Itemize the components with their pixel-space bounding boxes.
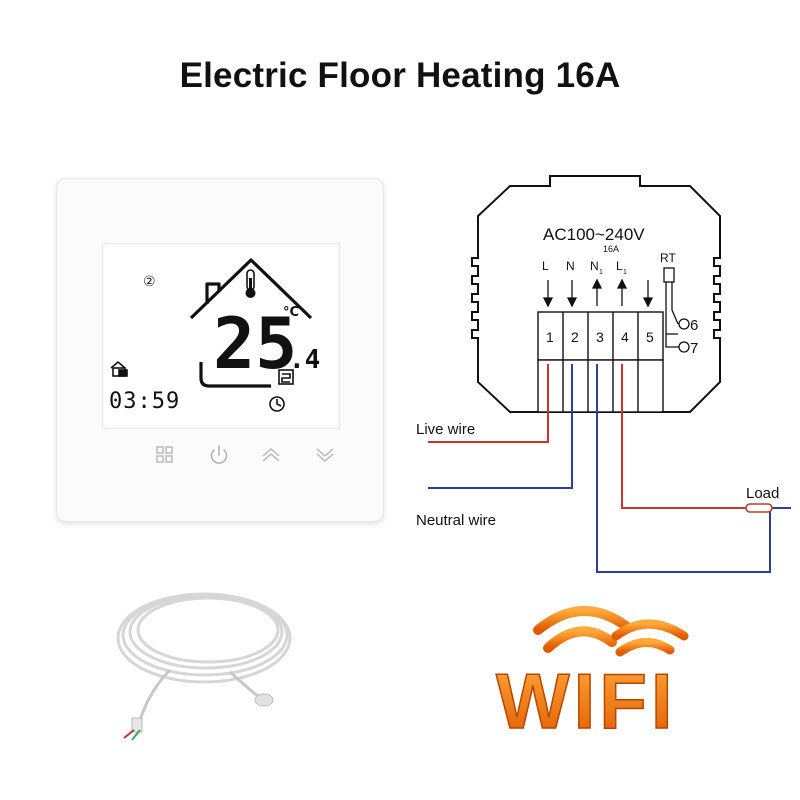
temperature-unit: °C <box>283 305 299 320</box>
power-button[interactable] <box>205 441 233 469</box>
live-to-load-wire <box>621 364 748 509</box>
terminal-label-l: L <box>542 259 549 273</box>
wifi-logo: WIFI <box>495 605 689 740</box>
chevron-down-icon <box>316 448 334 462</box>
terminal-2: 2 <box>571 329 579 345</box>
live-wire-label: Live wire <box>416 421 475 438</box>
temperature-reading: 25 <box>213 303 297 385</box>
sensor-terminal-6: 6 <box>690 317 698 334</box>
menu-button[interactable] <box>151 441 179 469</box>
thermometer-icon <box>245 269 256 298</box>
terminal-5: 5 <box>646 329 654 345</box>
clock-time: 03:59 <box>109 389 180 414</box>
live-wire <box>428 364 549 443</box>
touch-button-row <box>57 441 383 471</box>
temperature-up-button[interactable] <box>257 441 285 469</box>
menu-icon <box>156 446 173 463</box>
terminal-label-n: N <box>566 259 575 273</box>
page-title: Electric Floor Heating 16A <box>179 56 621 95</box>
terminal-4: 4 <box>621 329 629 345</box>
power-icon <box>210 445 228 464</box>
sensor-connector <box>663 267 690 353</box>
neutral-wire-label: Neutral wire <box>416 512 496 529</box>
temperature-down-button[interactable] <box>311 441 339 469</box>
terminal-arrows <box>542 278 654 308</box>
clock-icon <box>269 396 285 412</box>
mode-indicator: ② <box>143 274 156 290</box>
load-resistor-icon <box>745 503 773 513</box>
sensor-label: RT <box>660 251 676 265</box>
terminal-3: 3 <box>596 329 604 345</box>
home-mode-icon <box>110 360 128 377</box>
floor-sensor-cable-image <box>116 592 292 740</box>
terminal-1: 1 <box>546 329 554 345</box>
terminal-subscript-n1: 1 <box>599 269 603 276</box>
chevron-up-icon <box>262 448 280 462</box>
voltage-label: AC100~240V <box>543 225 645 244</box>
wiring-diagram: AC100~240V 16A L N N 1 L 1 RT 6 7 1 2 3 … <box>416 175 791 573</box>
terminal-label-n1: N <box>590 259 599 273</box>
neutral-wire <box>428 364 573 489</box>
load-label: Load <box>746 485 779 502</box>
wifi-logo-text: WIFI <box>496 657 677 740</box>
terminal-block <box>537 311 664 413</box>
temperature-decimal: .4 <box>289 345 320 375</box>
terminal-label-l1: L <box>616 259 623 273</box>
terminal-subscript-l1: 1 <box>623 269 627 276</box>
current-rating: 16A <box>603 244 619 254</box>
thermostat-device: ② 25 .4 °C <box>56 178 384 522</box>
lcd-display: ② 25 .4 °C <box>109 258 320 414</box>
house-outline-icon <box>189 258 313 388</box>
sensor-terminal-7: 7 <box>690 340 698 357</box>
heating-icon <box>278 369 294 385</box>
wifi-signal-icon <box>533 605 689 657</box>
lcd-screen: ② 25 .4 °C <box>102 243 340 429</box>
neutral-to-load-wire <box>596 364 771 573</box>
